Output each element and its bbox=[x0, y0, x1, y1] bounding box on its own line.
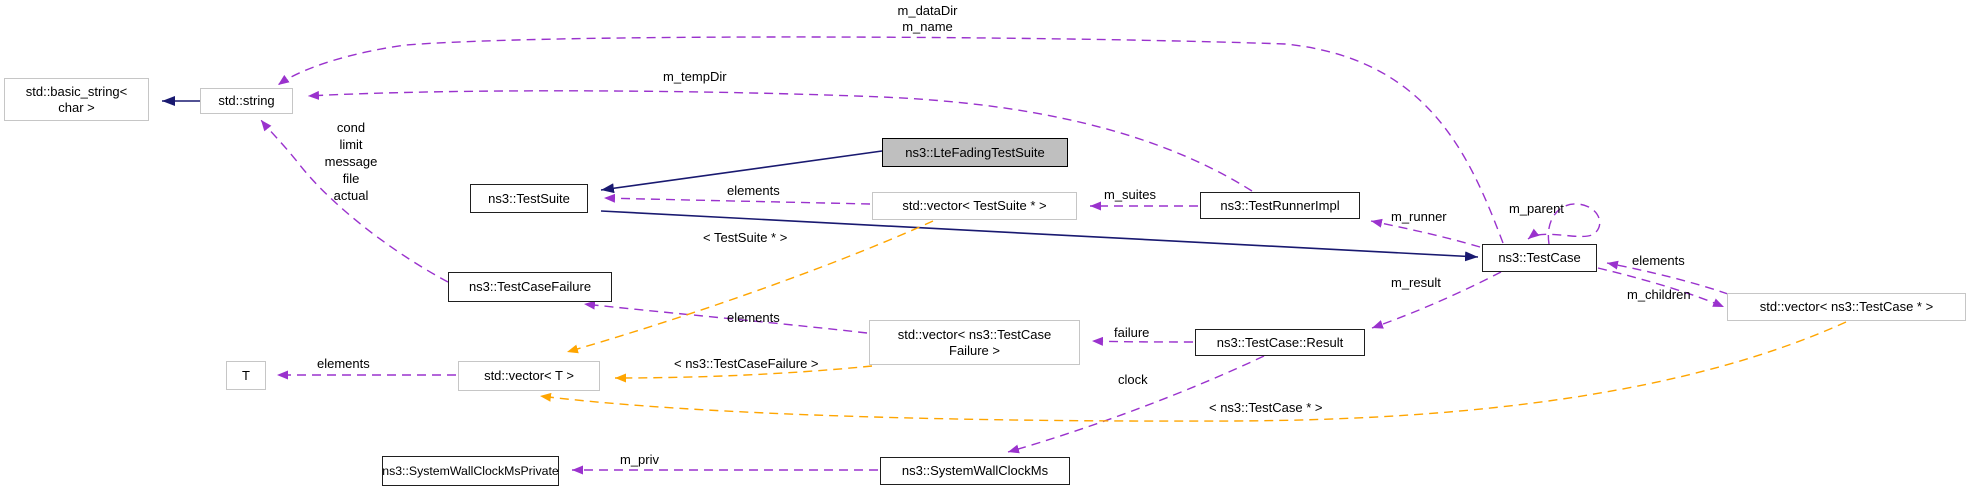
edge-label-elements-t: elements bbox=[317, 356, 370, 371]
edge-label-text: limit bbox=[339, 137, 363, 152]
node-ns3-systemwallclockms[interactable]: ns3::SystemWallClockMs bbox=[880, 457, 1070, 485]
edge-usage-clock bbox=[1007, 355, 1265, 454]
edge-label-elements-testsuite: elements bbox=[727, 183, 780, 198]
edge-template-vector-testcase bbox=[539, 321, 1847, 422]
edge-label-text: actual bbox=[333, 188, 369, 203]
edge-label-m-parent: m_parent bbox=[1509, 201, 1564, 216]
node-label: ns3::TestCaseFailure bbox=[468, 279, 592, 295]
edge-label-elements-testcasefailure: elements bbox=[727, 310, 780, 325]
edge-label-testcasefailure-strings: cond limit message file actual bbox=[311, 119, 391, 204]
edge-usage-failure bbox=[1091, 336, 1194, 346]
edge-usage-m-runner bbox=[1370, 218, 1481, 248]
edge-template-vector-testcasefailure bbox=[614, 365, 873, 383]
edge-usage-m-children bbox=[1597, 267, 1725, 308]
edge-label-elements-testcase: elements bbox=[1632, 253, 1685, 268]
edge-usage-elements-testsuite bbox=[603, 193, 871, 205]
node-label: std::string bbox=[218, 93, 275, 109]
node-ns3-testsuite[interactable]: ns3::TestSuite bbox=[470, 184, 588, 213]
node-label: std::vector< ns3::TestCase bbox=[897, 326, 1052, 342]
node-label: Failure > bbox=[949, 342, 1000, 358]
node-ns3-testcasefailure[interactable]: ns3::TestCaseFailure bbox=[448, 272, 612, 302]
node-label: char > bbox=[58, 99, 95, 115]
edge-label-m-tempdir: m_tempDir bbox=[663, 69, 727, 84]
node-t[interactable]: T bbox=[226, 361, 266, 390]
node-ns3-testcase[interactable]: ns3::TestCase bbox=[1482, 244, 1597, 272]
edge-label-template-testcase: < ns3::TestCase * > bbox=[1209, 400, 1323, 415]
edge-label-text: cond bbox=[336, 120, 366, 135]
node-label: ns3::TestSuite bbox=[488, 190, 570, 206]
node-std-vector-ns3-testcase-ptr[interactable]: std::vector< ns3::TestCase * > bbox=[1727, 293, 1966, 321]
edge-label-clock: clock bbox=[1118, 372, 1148, 387]
edge-label-m-datadir-m-name: m_dataDir m_name bbox=[870, 3, 985, 35]
edge-usage-testcasefailure-strings bbox=[260, 119, 449, 283]
edge-label-text: m_dataDir bbox=[897, 3, 958, 18]
edge-usage-m-result bbox=[1371, 271, 1502, 329]
node-std-vector-t[interactable]: std::vector< T > bbox=[458, 361, 600, 391]
edge-label-template-testsuite: < TestSuite * > bbox=[703, 230, 788, 245]
edge-usage-m-datadir-m-name bbox=[277, 36, 1504, 244]
edge-usage-m-parent-self-loop bbox=[1527, 203, 1601, 245]
node-label: std::vector< T > bbox=[484, 368, 574, 384]
node-label: ns3::SystemWallClockMsPrivate bbox=[382, 463, 559, 478]
edge-label-text: message bbox=[324, 154, 378, 169]
edge-usage-elements-testcase bbox=[1606, 260, 1729, 295]
node-ns3-testcase-result[interactable]: ns3::TestCase::Result bbox=[1195, 329, 1365, 356]
node-label: std::vector< ns3::TestCase * > bbox=[1759, 299, 1934, 315]
node-ns3-ltefadingtestsuite[interactable]: ns3::LteFadingTestSuite bbox=[882, 138, 1068, 167]
node-label: T bbox=[242, 367, 250, 383]
node-ns3-systemwallclockmsprivate[interactable]: ns3::SystemWallClockMsPrivate bbox=[382, 456, 559, 486]
node-label: ns3::TestRunnerImpl bbox=[1220, 197, 1340, 213]
node-label: std::vector< TestSuite * > bbox=[902, 198, 1047, 214]
node-label: std::basic_string< bbox=[25, 83, 128, 99]
edge-template-vector-testsuite bbox=[566, 220, 934, 354]
node-label: ns3::SystemWallClockMs bbox=[901, 463, 1049, 479]
edge-usage-m-tempdir bbox=[307, 90, 1253, 192]
edge-label-text: file bbox=[342, 171, 360, 186]
edge-label-m-suites: m_suites bbox=[1104, 187, 1157, 202]
edge-label-failure: failure bbox=[1114, 325, 1150, 340]
edge-label-template-testcasefailure: < ns3::TestCaseFailure > bbox=[674, 356, 819, 371]
node-std-basic-string[interactable]: std::basic_string<char > bbox=[4, 78, 149, 121]
node-ns3-testrunnerimpl[interactable]: ns3::TestRunnerImpl bbox=[1200, 192, 1360, 219]
node-label: ns3::TestCase::Result bbox=[1216, 334, 1344, 350]
edge-inherit-ltefadingtestsuite-testsuite bbox=[600, 150, 883, 194]
edge-label-m-priv: m_priv bbox=[620, 452, 660, 467]
edge-label-m-runner: m_runner bbox=[1391, 209, 1447, 224]
edge-label-m-children: m_children bbox=[1627, 287, 1691, 302]
node-label: ns3::TestCase bbox=[1498, 250, 1581, 266]
edge-inherit-testsuite-testcase bbox=[600, 210, 1479, 262]
edge-label-text: m_name bbox=[902, 19, 953, 34]
node-std-string[interactable]: std::string bbox=[200, 88, 293, 114]
node-label: ns3::LteFadingTestSuite bbox=[905, 144, 1045, 160]
edge-usage-elements-testcasefailure bbox=[583, 300, 868, 334]
node-std-vector-testsuite-ptr[interactable]: std::vector< TestSuite * > bbox=[872, 192, 1077, 220]
edge-label-m-result: m_result bbox=[1391, 275, 1441, 290]
